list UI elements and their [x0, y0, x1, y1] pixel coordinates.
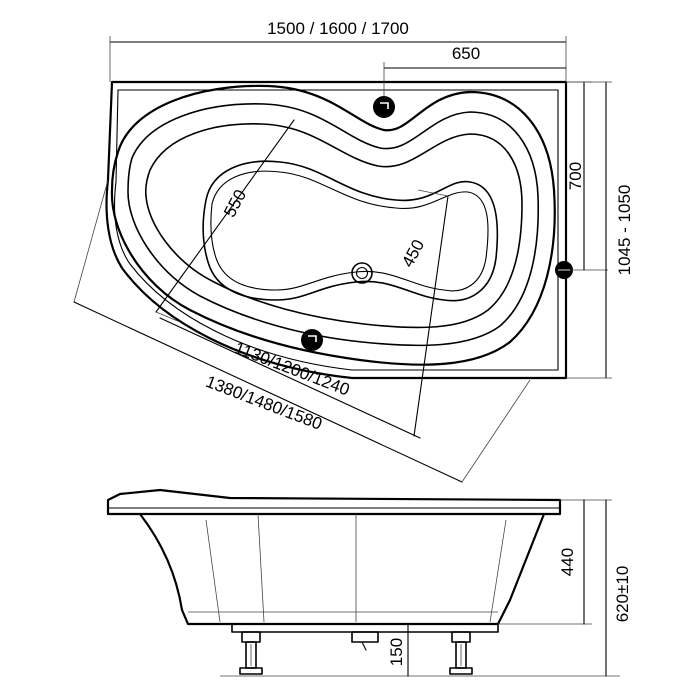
- basin-floor-inner: [210, 170, 489, 292]
- basin-outer-contour: [110, 84, 556, 366]
- outer-rim: [105, 80, 568, 380]
- right-leg: [449, 631, 473, 675]
- inner-width-label: 450: [398, 236, 428, 270]
- inner-length-dim-line: [155, 119, 295, 313]
- inner-width-ext: [417, 189, 449, 197]
- bath-height-label: 440: [558, 548, 577, 576]
- diag-inner-ext: [155, 311, 181, 323]
- width-options-label: 1500 / 1600 / 1700: [267, 19, 409, 38]
- total-depth-label: 1045 - 1050: [615, 185, 634, 276]
- side-rim: [106, 488, 562, 516]
- basin-floor: [202, 160, 499, 302]
- diag-outer-dim-line: [73, 301, 463, 483]
- inner-length-label: 550: [220, 186, 250, 220]
- floor-drain-inner-icon: [355, 266, 369, 280]
- side-body: [138, 512, 546, 626]
- basin-third-contour: [144, 123, 523, 329]
- side-rib-4: [489, 519, 507, 623]
- waste-drain-icon: [301, 329, 323, 351]
- inner-width-dim-line: [413, 195, 449, 437]
- side-frame-bar: [231, 623, 499, 633]
- side-rib-2: [257, 513, 265, 623]
- leg-height-label: 150: [387, 638, 406, 666]
- diag-outer-ext-left: [73, 179, 109, 303]
- middle-drain: [351, 631, 379, 651]
- side-view: 440 620±10 150: [106, 488, 632, 677]
- basin-second-contour: [127, 103, 540, 347]
- waste-drain-mark: [308, 335, 317, 342]
- side-rib-1: [205, 519, 221, 623]
- diag-outer-ext-right: [461, 379, 531, 483]
- overflow-drain-mark: [380, 102, 389, 109]
- left-leg: [239, 631, 263, 675]
- floor-drain-icon: [351, 262, 373, 284]
- top-view: 1500 / 1600 / 1700 650 700 1045 - 1050 5…: [73, 19, 634, 483]
- side-depth-label: 700: [566, 162, 585, 190]
- diag-inner-dim-line: [159, 317, 421, 439]
- overflow-drain-icon: [373, 96, 395, 118]
- total-height-label: 620±10: [613, 566, 632, 623]
- drain-offset-label: 650: [452, 44, 480, 63]
